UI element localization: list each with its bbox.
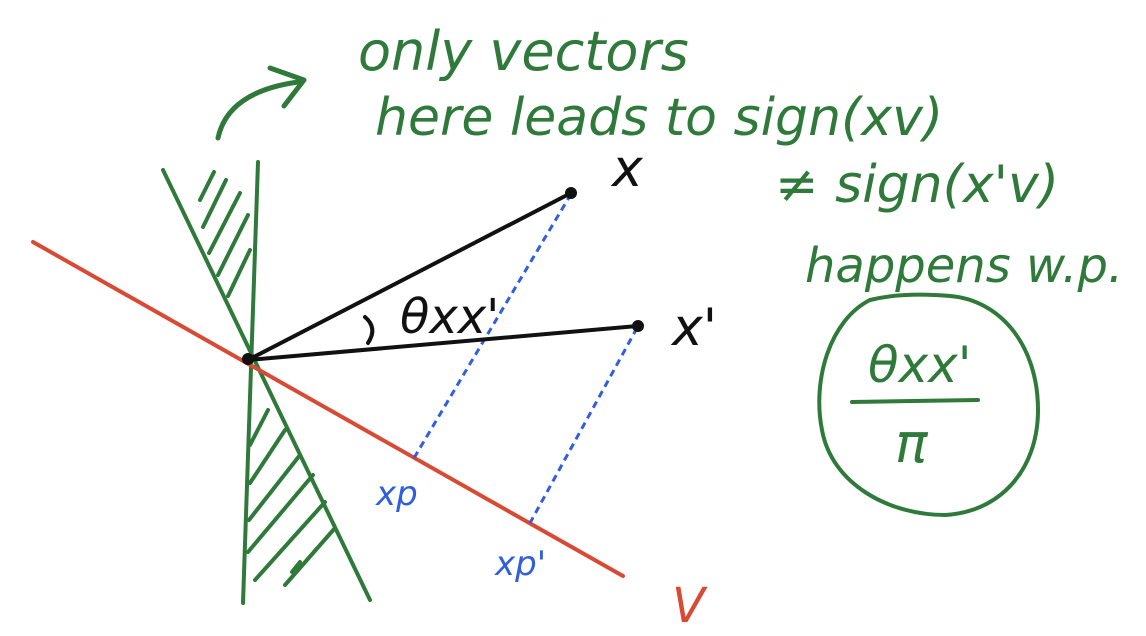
curved-arrow bbox=[215, 65, 307, 141]
fraction-circle bbox=[817, 292, 1041, 518]
vectors bbox=[246, 191, 640, 362]
label-x-prime: x' bbox=[670, 298, 717, 358]
boundary-lines bbox=[161, 160, 372, 605]
hatch-region-top bbox=[198, 170, 252, 298]
origin-point bbox=[242, 353, 254, 365]
projection-lines bbox=[412, 193, 639, 524]
annotation-line-1: only vectors bbox=[358, 20, 689, 83]
label-x-p: xp bbox=[375, 474, 418, 514]
angle-arc bbox=[363, 315, 375, 345]
vector-x-prime bbox=[246, 324, 640, 362]
annotation-line-3: ≠ sign(x'v) bbox=[775, 155, 1059, 215]
red-line-v bbox=[31, 240, 625, 578]
label-x: x bbox=[610, 139, 644, 199]
fraction-numerator: θxx' bbox=[868, 336, 972, 394]
annotation-line-4: happens w.p. bbox=[805, 238, 1123, 294]
vector-x bbox=[246, 191, 573, 362]
hatch-region-bottom bbox=[246, 408, 337, 587]
point-x-prime bbox=[632, 320, 644, 332]
annotation-line-2: here leads to sign(xv) bbox=[375, 88, 943, 148]
label-x-p-prime: xp' bbox=[494, 544, 546, 584]
fraction-bar bbox=[850, 398, 980, 404]
point-x bbox=[565, 187, 577, 199]
label-angle: θxx' bbox=[400, 289, 499, 345]
annotation: only vectors here leads to sign(xv) ≠ si… bbox=[358, 20, 1123, 294]
projection-x bbox=[412, 193, 573, 459]
projection-x-prime bbox=[528, 327, 639, 524]
label-v: V bbox=[672, 578, 708, 634]
fraction-denominator: π bbox=[895, 412, 929, 475]
probability-fraction: θxx' π bbox=[817, 292, 1041, 518]
